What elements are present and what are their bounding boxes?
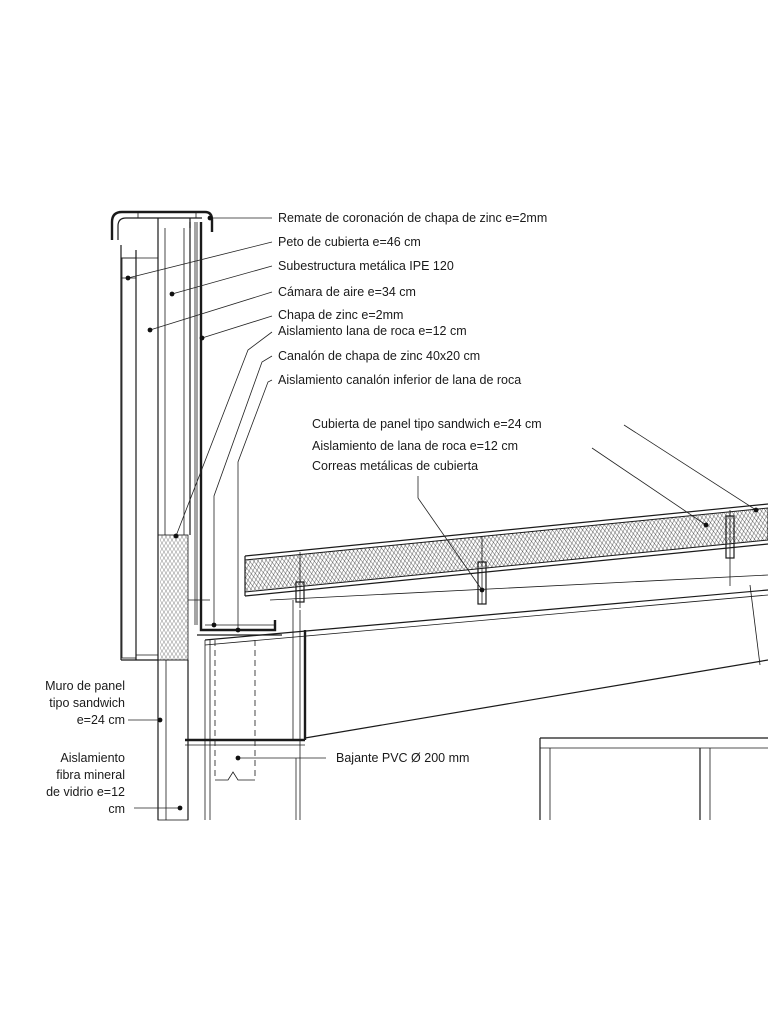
zinc-gutter xyxy=(197,620,282,636)
label-fibra-line: fibra mineral xyxy=(56,768,125,782)
label-muro: Muro de panel tipo sandwich e=24 cm xyxy=(45,679,125,727)
label-bajante: Bajante PVC Ø 200 mm xyxy=(336,751,469,765)
label-aislamiento-lana: Aislamiento lana de roca e=12 cm xyxy=(278,324,467,338)
label-cubierta-panel: Cubierta de panel tipo sandwich e=24 cm xyxy=(312,417,542,431)
pvc-downpipe xyxy=(214,640,256,781)
roof-beam xyxy=(185,574,768,820)
label-fibra-line: Aislamiento xyxy=(60,751,125,765)
label-fibra-line: de vidrio e=12 xyxy=(46,785,125,799)
label-camara: Cámara de aire e=34 cm xyxy=(278,285,416,299)
label-chapa: Chapa de zinc e=2mm xyxy=(278,308,403,322)
label-peto: Peto de cubierta e=46 cm xyxy=(278,235,421,249)
label-aislamiento-canalon: Aislamiento canalón inferior de lana de … xyxy=(278,373,521,387)
roof-sandwich-panel xyxy=(244,503,768,608)
label-muro-line: tipo sandwich xyxy=(49,696,125,710)
label-muro-line: e=24 cm xyxy=(77,713,125,727)
label-subestructura: Subestructura metálica IPE 120 xyxy=(278,259,454,273)
label-canalon: Canalón de chapa de zinc 40x20 cm xyxy=(278,349,480,363)
window-frame xyxy=(539,737,768,820)
label-fibra-line: cm xyxy=(108,802,125,816)
parapet xyxy=(120,222,203,661)
annotation-labels: Remate de coronación de chapa de zinc e=… xyxy=(45,211,547,816)
leader-lines xyxy=(125,215,759,820)
label-fibra: Aislamiento fibra mineral de vidrio e=12… xyxy=(46,751,125,816)
label-remate: Remate de coronación de chapa de zinc e=… xyxy=(278,211,547,225)
sandwich-wall xyxy=(157,599,211,821)
label-correas: Correas metálicas de cubierta xyxy=(312,459,478,473)
label-aislamiento-cubierta: Aislamiento de lana de roca e=12 cm xyxy=(312,439,518,453)
label-muro-line: Muro de panel xyxy=(45,679,125,693)
